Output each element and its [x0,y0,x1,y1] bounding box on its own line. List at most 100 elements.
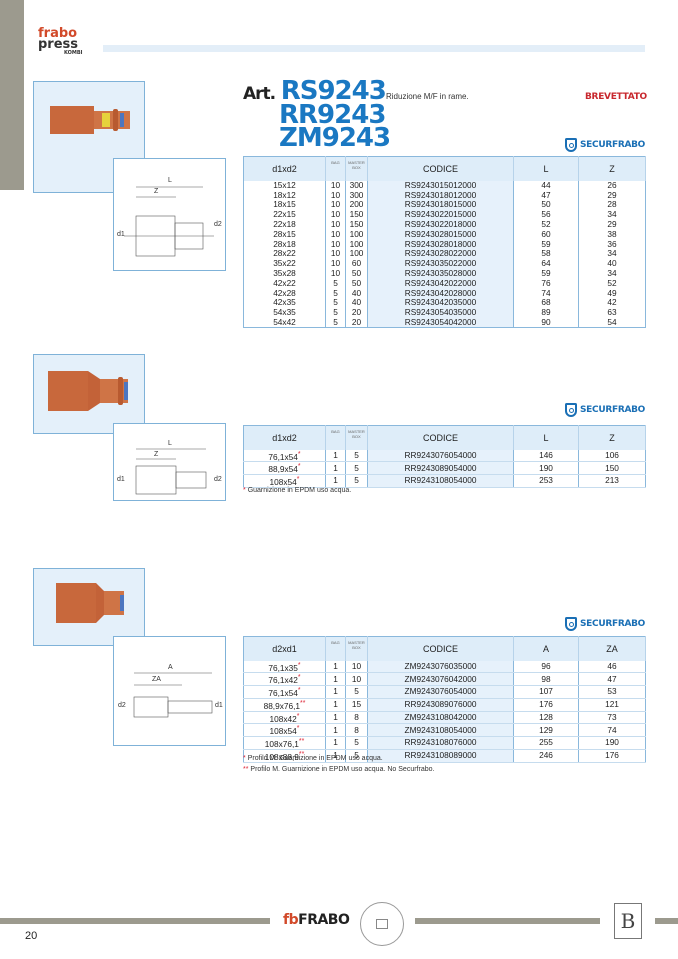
cell-value: 100 [349,238,364,249]
cell-value: 108x54 [269,726,297,737]
table-cell: 200 [345,200,368,210]
cell-value: 52 [607,277,617,288]
cell-value: 129 [539,724,553,735]
securfrabo-label: SECURFRABO [580,619,646,629]
cell-value: 5 [333,277,338,288]
cell-value: 176 [539,699,553,710]
table-cell: 1 [325,660,346,674]
cell-value: 246 [539,750,553,761]
table-cell: 47 [513,189,579,201]
cell-value: 63 [607,307,617,318]
table-cell: 60 [513,229,579,240]
cell-value: 10 [351,673,362,684]
table-cell: 1 [325,698,346,712]
table-cell: 76,1x54* [243,449,326,463]
table-cell: 300 [345,180,368,191]
table-cell: 34 [578,268,646,279]
frabo-mark: fb [283,912,299,928]
table-cell: 150 [578,461,646,476]
cell-value: 42 [607,297,617,308]
logo-line-1: frabo [38,26,78,41]
table-cell: 1 [325,449,346,463]
table-cell: ZM9243076035000 [367,660,514,674]
table-cell: 100 [345,238,368,250]
cell-value: 10 [330,238,341,249]
cell-value: 5 [333,307,338,318]
column-header: d1xd2 [243,425,326,450]
table-cell: 10 [345,672,368,687]
cell-value: 35x28 [273,268,296,279]
cell-value: 5 [354,475,359,486]
table-cell: 8 [345,723,368,738]
cell-value: 5 [333,316,338,327]
table-cell: RS9243015012000 [367,180,514,191]
table-cell: 60 [345,259,368,269]
column-header: d2xd1 [243,636,326,661]
table-cell: 34 [578,249,646,259]
cell-value: 300 [349,189,364,200]
dim-label-L: L [168,440,172,447]
table-cell: 108x54* [243,474,326,488]
cell-value: 59 [541,268,551,279]
cell-value: 100 [349,228,364,239]
table-cell: 74 [578,723,646,738]
cell-value: 89 [541,307,551,318]
table-cell: 300 [345,189,368,201]
cell-value: 15x12 [273,179,296,190]
dim-label-d1: d1 [117,476,125,483]
cell-value: 8 [354,711,359,722]
table-cell: 176 [578,749,646,763]
cell-value: 42x35 [273,297,296,308]
cell-value: 22x18 [273,219,296,230]
table-cell: 34 [578,209,646,220]
footnote-mark: ** [243,766,249,773]
table-cell: 128 [513,711,579,725]
footnote-mark: * [297,450,301,458]
column-header: CODICE [367,156,514,181]
table-cell: 10 [325,258,346,269]
table-cell: 5 [325,316,346,328]
table-cell: 5 [325,298,346,308]
cell-value: 28 [607,199,617,210]
cell-value: 47 [541,189,551,200]
table-cell: 47 [578,672,646,687]
cell-value: RS9243042022000 [404,277,477,288]
cell-value: 28x22 [273,248,296,259]
cell-value: 34 [607,268,617,279]
cell-value: RR9243108054000 [404,475,477,486]
table-cell: RR9243108089000 [367,749,514,763]
table-notes-zm9243: * Profilo M. Guarnizione in EPDM uso acq… [243,755,434,777]
table-cell: 15x12 [243,179,326,191]
table-cell: 58 [513,249,579,259]
cell-value: 5 [354,686,359,697]
cell-value: ZM9243076054000 [404,686,477,697]
column-header: CODICE [367,425,514,450]
cell-value: 52 [541,219,551,230]
cell-value: 1 [333,686,338,697]
cell-value: ZM9243076042000 [404,673,477,684]
table-cell: 42x28 [243,288,326,299]
cell-value: 34 [607,209,617,220]
cell-value: 100 [349,248,364,259]
cell-value: 59 [541,238,551,249]
cell-value: RS9243022018000 [404,219,477,230]
table-cell: RR9243076054000 [367,449,514,463]
table-cell: 5 [325,277,346,289]
table-cell: 5 [325,307,346,318]
cell-value: 29 [607,189,617,200]
table-cell: 1 [325,672,346,687]
cell-value: 88,9x76,1 [263,700,301,711]
dim-label-d2: d2 [214,476,222,483]
cell-value: 10 [330,258,341,269]
table-cell: 89 [513,307,579,318]
cell-value: 1 [333,462,338,473]
table-cell: 29 [578,220,646,230]
cell-value: ZM9243108054000 [404,724,477,735]
